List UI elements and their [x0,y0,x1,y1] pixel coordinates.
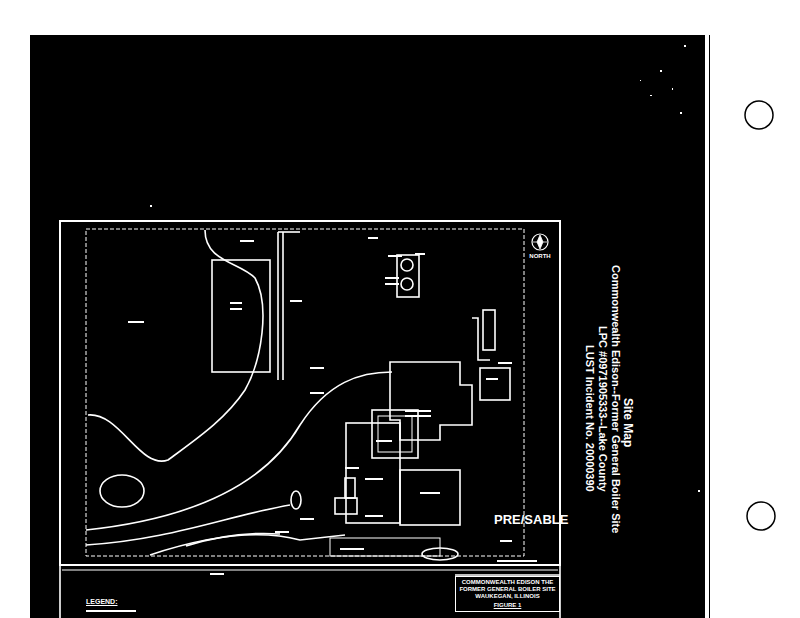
figure-number: FIGURE 1 [459,602,556,609]
map-feature [345,478,355,498]
map-feature [88,230,263,461]
map-feature [186,533,280,546]
map-feature [340,548,364,550]
title-block-heading: COMMONWEALTH EDISON THE FORMER GENERAL B… [459,579,556,600]
compass-ring [532,234,548,250]
map-feature [483,310,495,350]
map-feature [30,35,710,618]
map-feature [480,368,510,400]
map-feature [400,470,460,525]
map-feature [401,259,413,271]
map-feature [672,88,673,90]
map-feature [650,95,652,96]
map-feature [405,410,431,412]
title-line: LPC #0971905333--Lake County [597,326,609,492]
map-feature [378,416,412,452]
map-feature [278,231,300,233]
map-feature [150,205,152,207]
stamp-text: PRE/SABLE [494,512,568,527]
map-feature [310,392,324,394]
map-feature [240,240,254,242]
map-feature [335,498,357,514]
title-block: COMMONWEALTH EDISON THE FORMER GENERAL B… [455,576,560,612]
map-feature [422,548,458,560]
map-feature [150,535,345,555]
map-feature [376,440,392,442]
map-feature [212,260,270,372]
map-feature [640,80,641,81]
map-feature [230,308,242,310]
map-feature [698,490,700,492]
map-feature [660,70,662,72]
compass-needle [533,235,547,249]
map-feature [230,302,242,304]
map-feature [330,538,440,556]
legend-heading: LEGEND: [86,598,118,605]
map-feature [86,229,524,556]
map-feature [684,45,686,47]
scan-ground [30,35,775,618]
title-line: LUST Incident No. 20000390 [584,345,596,492]
map-feature [705,35,709,618]
map-feature [365,515,383,517]
map-feature [300,518,314,520]
map-feature [345,467,359,469]
map-feature [385,277,399,279]
map-feature [747,502,775,530]
map-feature [486,378,498,380]
map-feature [62,570,558,571]
map-linework [60,221,560,618]
map-feature [291,491,301,509]
map-feature [388,255,402,257]
compass-label: NORTH [524,253,556,260]
map-feature [385,283,399,285]
map-feature [346,423,400,523]
map-feature [59,565,61,618]
map-feature [100,475,144,507]
map-feature [290,300,302,302]
compass-symbol [531,233,549,251]
map-feature [310,367,324,369]
map-feature [390,362,472,440]
map-feature [372,410,418,458]
map-feature [210,573,224,575]
map-title: Site Map [621,398,635,447]
map-feature [86,505,290,545]
map-feature [128,321,144,323]
map-feature [405,415,431,417]
north-arrow: NORTH [524,233,556,260]
title-line: Commonwealth Edison--Former General Boil… [610,265,622,533]
map-feature [397,255,419,297]
map-feature [415,253,425,255]
map-feature [60,221,560,565]
map-feature [420,492,440,494]
map-feature [275,531,289,533]
map-feature [497,560,537,562]
map-feature [498,362,512,364]
map-feature [365,478,383,480]
map-feature [500,540,512,542]
map-feature [282,232,284,380]
map-feature [401,278,413,290]
map-feature [368,237,378,239]
map-feature [277,232,279,380]
map-feature [680,112,682,114]
map-feature [745,101,773,129]
map-feature [86,610,136,612]
illegible-map-notes [86,237,546,612]
map-feature [472,318,490,360]
